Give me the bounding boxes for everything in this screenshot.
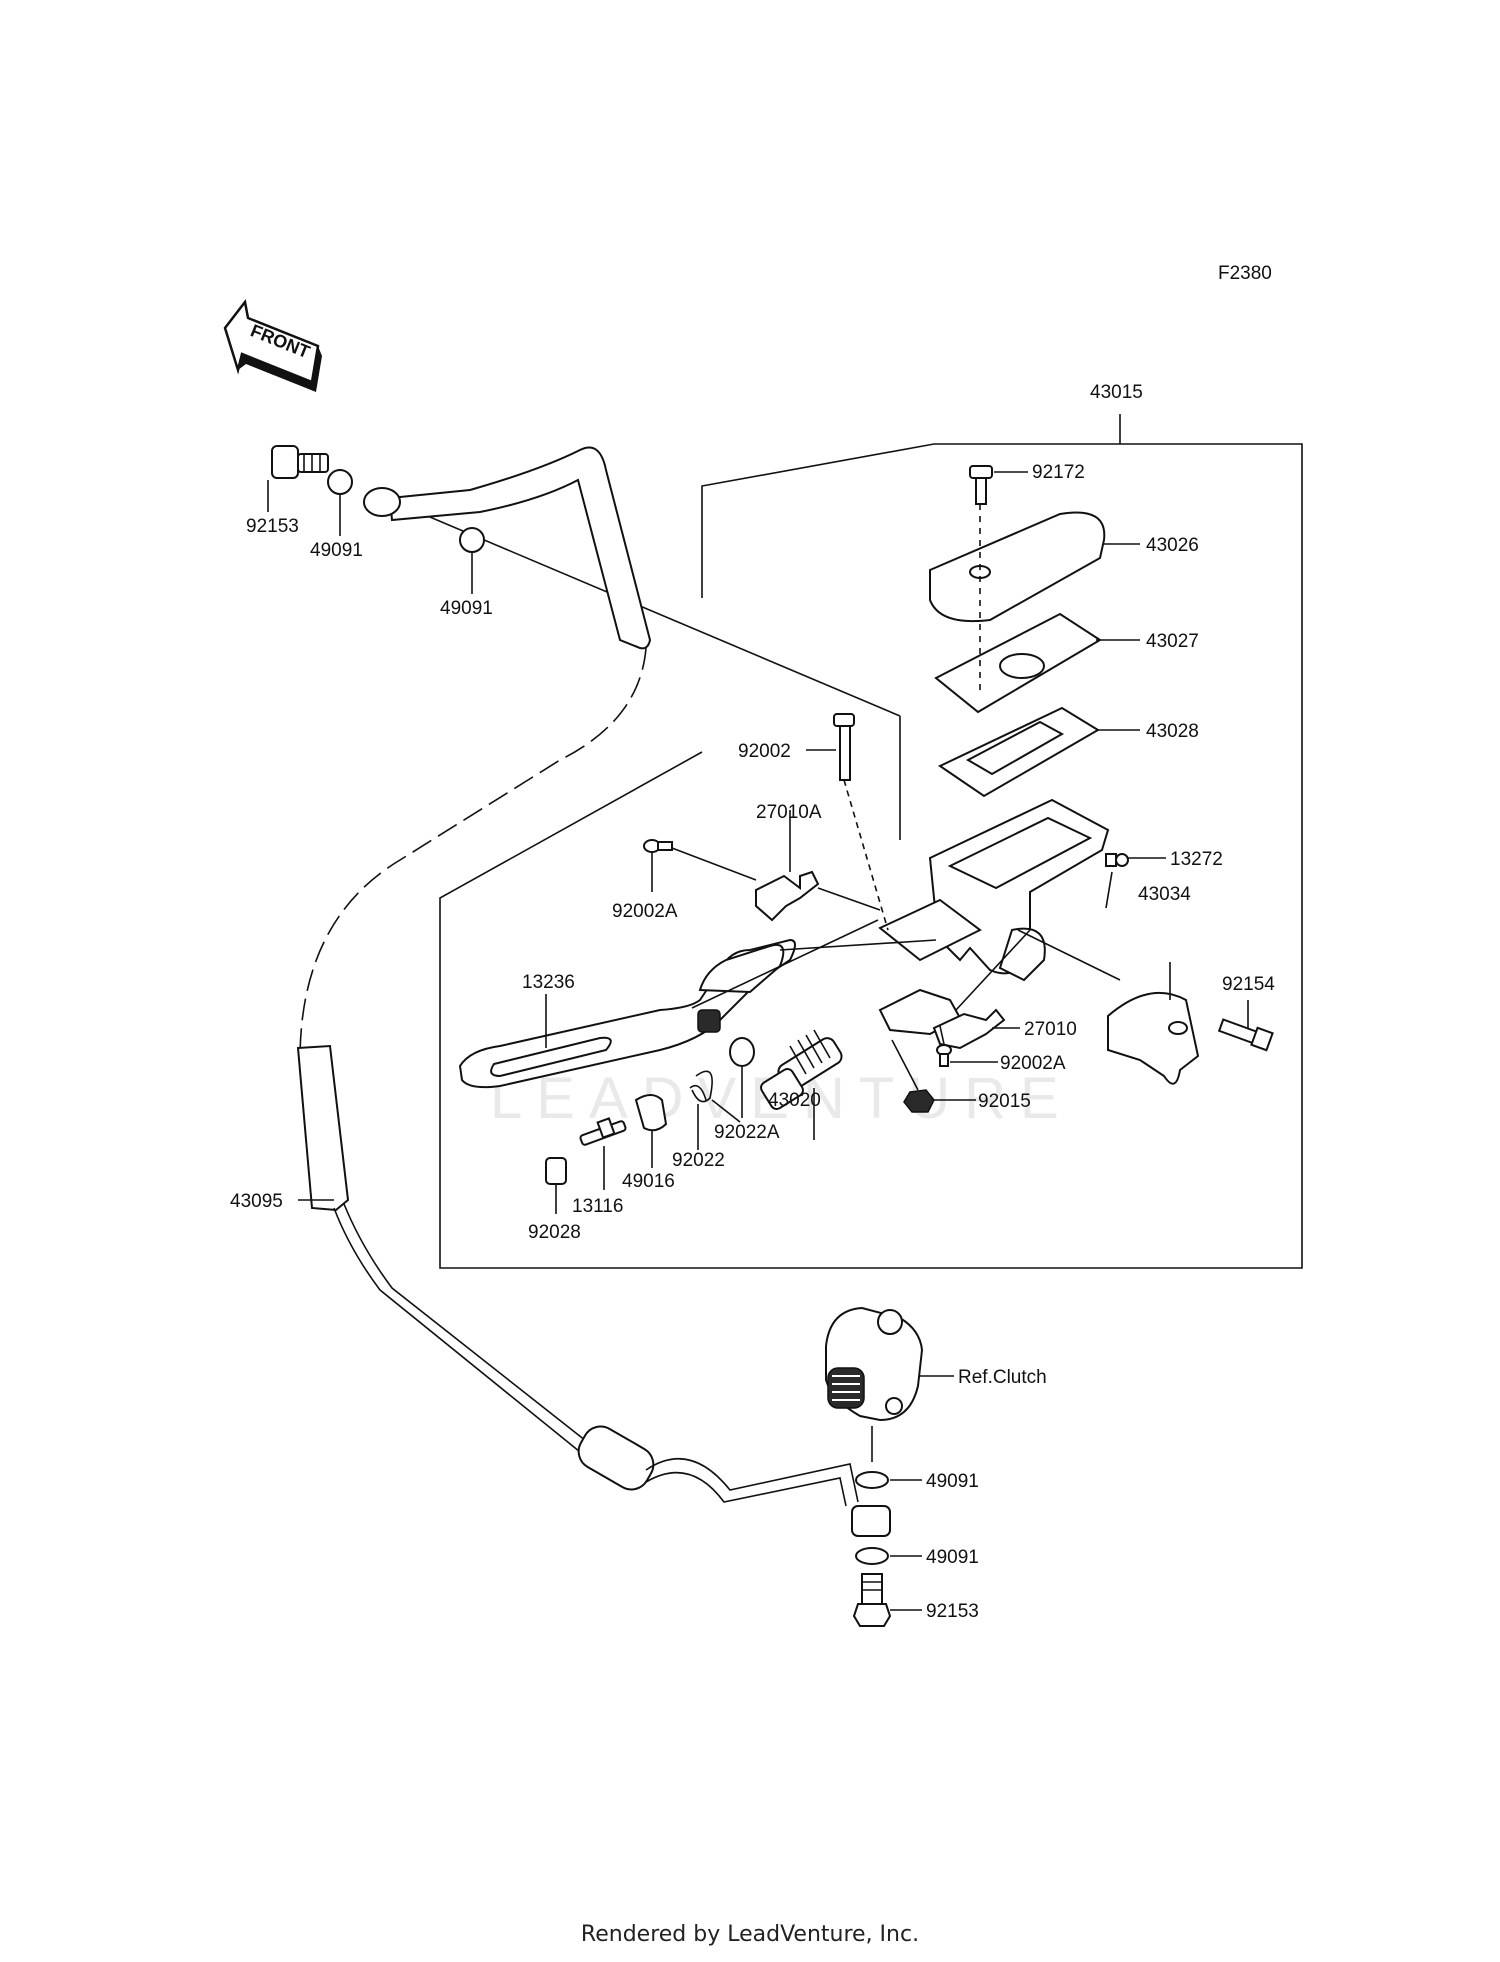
part-label-92022: 92022 [672,1150,725,1171]
circlip-92022A [691,1070,713,1103]
part-label-27010A: 27010A [756,802,822,823]
part-label-13116: 13116 [572,1196,623,1217]
clamp-bolt [1217,1018,1274,1052]
washer-top-a [327,469,353,495]
part-label-43020: 43020 [768,1090,821,1111]
hose-banjo-top [363,487,401,517]
clutch-lever [458,938,796,1089]
part-label-92153-top: 92153 [246,516,299,537]
part-label-49091-d: 49091 [926,1547,979,1568]
assembly-bracket [439,414,1303,1269]
handlebar-clamp [1107,991,1200,1085]
front-arrow-icon [223,299,322,392]
washer-piston [729,1037,755,1067]
part-label-43034: 43034 [1138,884,1191,905]
part-label-27010: 27010 [1024,1019,1077,1040]
part-label-43028: 43028 [1146,721,1199,742]
part-label-49091-a: 49091 [310,540,363,561]
part-label-43027: 43027 [1146,631,1199,652]
washer-bottom-a [855,1471,889,1489]
diagram-code: F2380 [1218,263,1272,284]
boot-49016 [634,1094,668,1132]
master-cylinder-body [878,798,1110,982]
part-label-13236: 13236 [522,972,575,993]
nut-92015 [903,1089,935,1113]
assembly-number: 43015 [1090,382,1143,403]
part-label-13272: 13272 [1170,849,1223,870]
part-label-92002A-b: 92002A [1000,1053,1066,1074]
switch-27010A [755,870,820,922]
part-label-49016: 49016 [622,1171,675,1192]
washer-bottom-b [855,1547,889,1565]
piston-assembly [760,1029,843,1110]
part-label-92172: 92172 [1032,462,1085,483]
cap-92028 [545,1157,567,1185]
pushrod-13116 [579,1117,627,1146]
screw-92002A-bottom [936,1044,952,1067]
part-label-43095: 43095 [230,1191,283,1212]
screw-92002A-top [643,839,673,853]
banjo-bolt-bottom [852,1573,892,1627]
part-label-92028: 92028 [528,1222,581,1243]
part-label-92002A-a: 92002A [612,901,678,922]
clutch-slave-cylinder [825,1306,924,1422]
part-label-49091-c: 49091 [926,1471,979,1492]
circlip-92022 [689,1084,707,1101]
hose-banjo-bottom [851,1505,891,1537]
small-screw-13272 [1105,853,1129,867]
part-label-49091-b: 49091 [440,598,493,619]
part-label-92002: 92002 [738,741,791,762]
reservoir-cap [929,511,1106,623]
part-label-92015: 92015 [978,1091,1031,1112]
part-label-92154: 92154 [1222,974,1275,995]
part-label-43026: 43026 [1146,535,1199,556]
ref-clutch-label: Ref.Clutch [958,1367,1047,1388]
banjo-bolt-top [271,445,329,479]
part-label-92153-bottom: 92153 [926,1601,979,1622]
footer-credit: Rendered by LeadVenture, Inc. [580,1922,920,1947]
washer-top-b [459,527,485,553]
cap-screw [969,465,993,505]
clutch-hose [296,446,859,1507]
part-label-92022A: 92022A [714,1122,780,1143]
pivot-bolt [833,713,855,781]
